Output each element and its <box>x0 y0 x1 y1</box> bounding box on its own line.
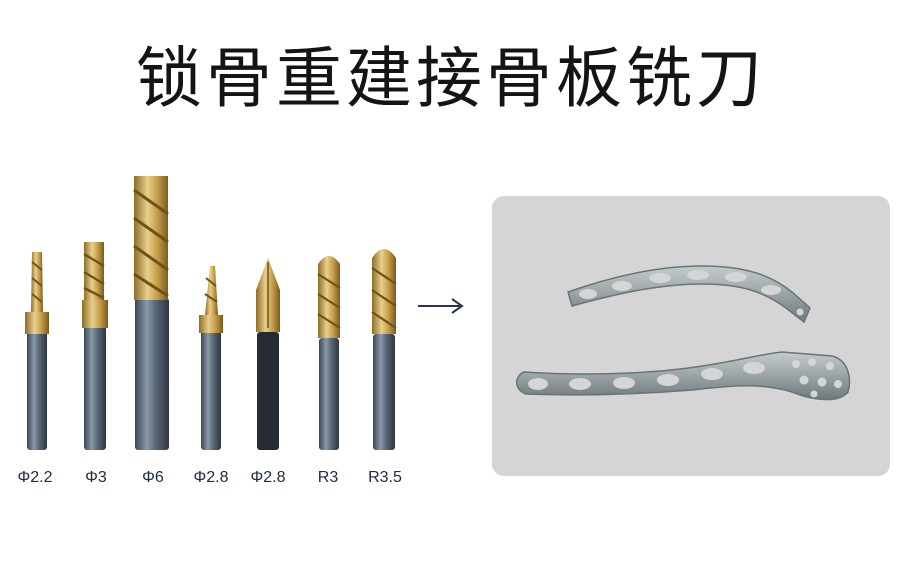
cutter-r3 <box>317 256 341 450</box>
page-title: 锁骨重建接骨板铣刀 <box>136 40 766 117</box>
milling-cutters-illustration: Φ2.2 Φ3 Φ6 Φ2.8 Φ2.8 R3 R3.5 <box>17 176 402 486</box>
lower-bone-plate <box>516 351 851 401</box>
tool-label: Φ2.2 <box>17 469 52 486</box>
cutter-phi-2-8-a <box>199 266 223 450</box>
tool-label: R3.5 <box>368 469 402 486</box>
bone-plate-panel <box>492 196 890 476</box>
tool-label: Φ2.8 <box>193 469 228 486</box>
bone-plates-image <box>516 265 851 401</box>
upper-bone-plate <box>567 265 811 324</box>
tool-label: R3 <box>318 469 339 486</box>
cutter-phi-2-2 <box>25 252 49 450</box>
tool-label: Φ6 <box>142 469 164 486</box>
cutter-phi-3 <box>82 242 108 450</box>
right-arrow-icon <box>418 298 464 314</box>
tool-label: Φ3 <box>85 469 107 486</box>
cutter-r3-5 <box>371 249 397 450</box>
tool-label: Φ2.8 <box>250 469 285 486</box>
cutter-phi-2-8-b <box>256 258 280 450</box>
cutter-phi-6 <box>133 176 169 450</box>
